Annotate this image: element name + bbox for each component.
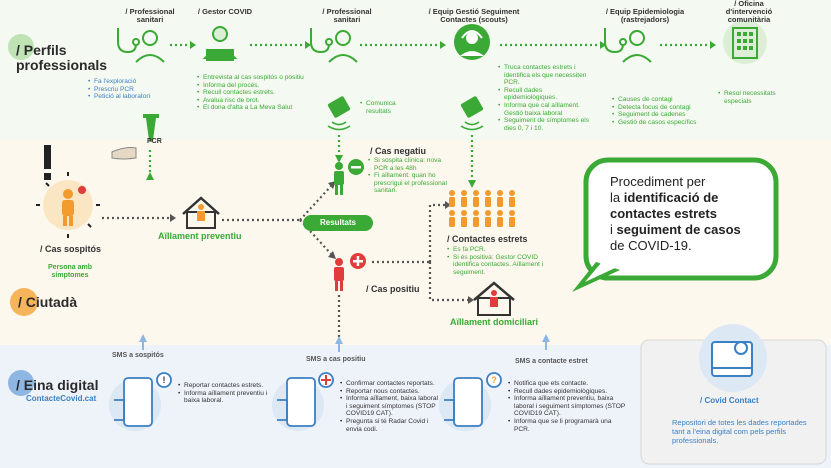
headset-icon: [454, 24, 490, 60]
row-circle-green: [8, 34, 34, 60]
list-gestor: Entrevista al cas sospitós o positiuInfo…: [197, 74, 327, 112]
doctor-icon: [117, 28, 165, 63]
doctor-icon: [310, 28, 358, 63]
covid-contact-title: / Covid Contact: [700, 396, 759, 405]
sms-contacte-label: SMS a contacte estret: [515, 358, 588, 365]
sms-positiu-label: SMS a cas positiu: [306, 356, 366, 363]
list-epidemiologia: Causes de contagiDetecta focus de contag…: [612, 96, 712, 126]
covid-contact-desc: Repositori de totes les dades reportades…: [672, 418, 807, 445]
house-icon: [182, 196, 220, 229]
phone-mockup-icon: [109, 372, 172, 431]
pcr-label: PCR: [147, 138, 162, 145]
contactes-estrets-label: / Contactes estrets: [447, 234, 528, 244]
aillament-domiciliari-label: Aïllament domiciliari: [450, 317, 539, 327]
contacts-cluster-icon: [449, 190, 515, 227]
positive-case-icon: [334, 253, 366, 291]
list-negatiu: Si sospita clínica: nova PCR a les 48hFi…: [368, 157, 448, 195]
sms-sospitos-label: SMS a sospitós: [112, 352, 164, 359]
suspect-case-icon: [36, 145, 100, 238]
cas-positiu-label: / Cas positiu: [366, 284, 420, 294]
speech-bubble: [583, 157, 779, 281]
svg-text:?: ?: [491, 375, 497, 385]
row-circle-blue: [8, 370, 34, 396]
negative-case-icon: [334, 159, 364, 195]
role-professional-1: / Professional sanitari: [125, 7, 175, 24]
phone-mockup-icon: [439, 372, 502, 431]
gestor-icon: [202, 26, 238, 61]
list-professional-1: Fa l'exploracióPrescriu PCRPetició al la…: [88, 78, 178, 101]
role-professional-2: / Professional sanitari: [322, 7, 372, 24]
row-label-ciutada: / Ciutadà: [18, 294, 78, 310]
svg-text:!: !: [163, 375, 166, 385]
phone-icon: [327, 96, 484, 118]
list-scouts: Truca contactes estrets i identifica els…: [498, 64, 596, 132]
cas-sospitos-sub: Persona amb símptomes: [48, 264, 92, 279]
role-oficina: / Oficina d'intervenció comunitària: [725, 0, 773, 24]
results-pill: [303, 215, 373, 231]
cas-negatiu-label: / Cas negatiu: [370, 146, 427, 156]
list-sms-2: Confirmar contactes reportats.Reportar n…: [340, 380, 440, 433]
row-circle-orange: [10, 288, 38, 316]
row-label-eina: / Eina digital: [16, 377, 99, 393]
resultats-label: Resultats: [319, 218, 356, 227]
row-label-eina-sub: ContacteCovid.cat: [26, 394, 97, 403]
house-icon: [473, 281, 515, 316]
list-sms-1: Reportar contactes estrets.Informa aïlla…: [178, 382, 268, 405]
row-label-perfils: / Perfils professionals: [16, 42, 108, 73]
cas-sospitos-label: / Cas sospitós: [40, 244, 102, 254]
list-sms-3: Notifica que ets contacte.Recull dades e…: [508, 380, 628, 433]
aillament-preventiu-label: Aïllament preventiu: [158, 231, 242, 241]
epidemiologist-icon: [604, 28, 652, 63]
role-gestor: / Gestor COVID: [197, 7, 253, 16]
building-icon: [723, 20, 767, 64]
role-epidemiologia: / Equip Epidemiologia (rastrejadors): [605, 7, 685, 24]
list-professional-2: Comunica resultats: [360, 100, 415, 115]
database-icon: [711, 341, 753, 377]
list-contactes: Es fa PCR.Si és positiva: Gestor COVID i…: [447, 246, 547, 276]
bubble-text: Procediment per la identificació de cont…: [610, 174, 741, 253]
list-oficina: Resol necessitats especials: [718, 90, 792, 105]
pcr-icon: [111, 114, 159, 160]
phone-mockup-icon: [272, 372, 334, 431]
role-scouts: / Equip Gestió Seguiment Contactes (scou…: [428, 7, 520, 24]
